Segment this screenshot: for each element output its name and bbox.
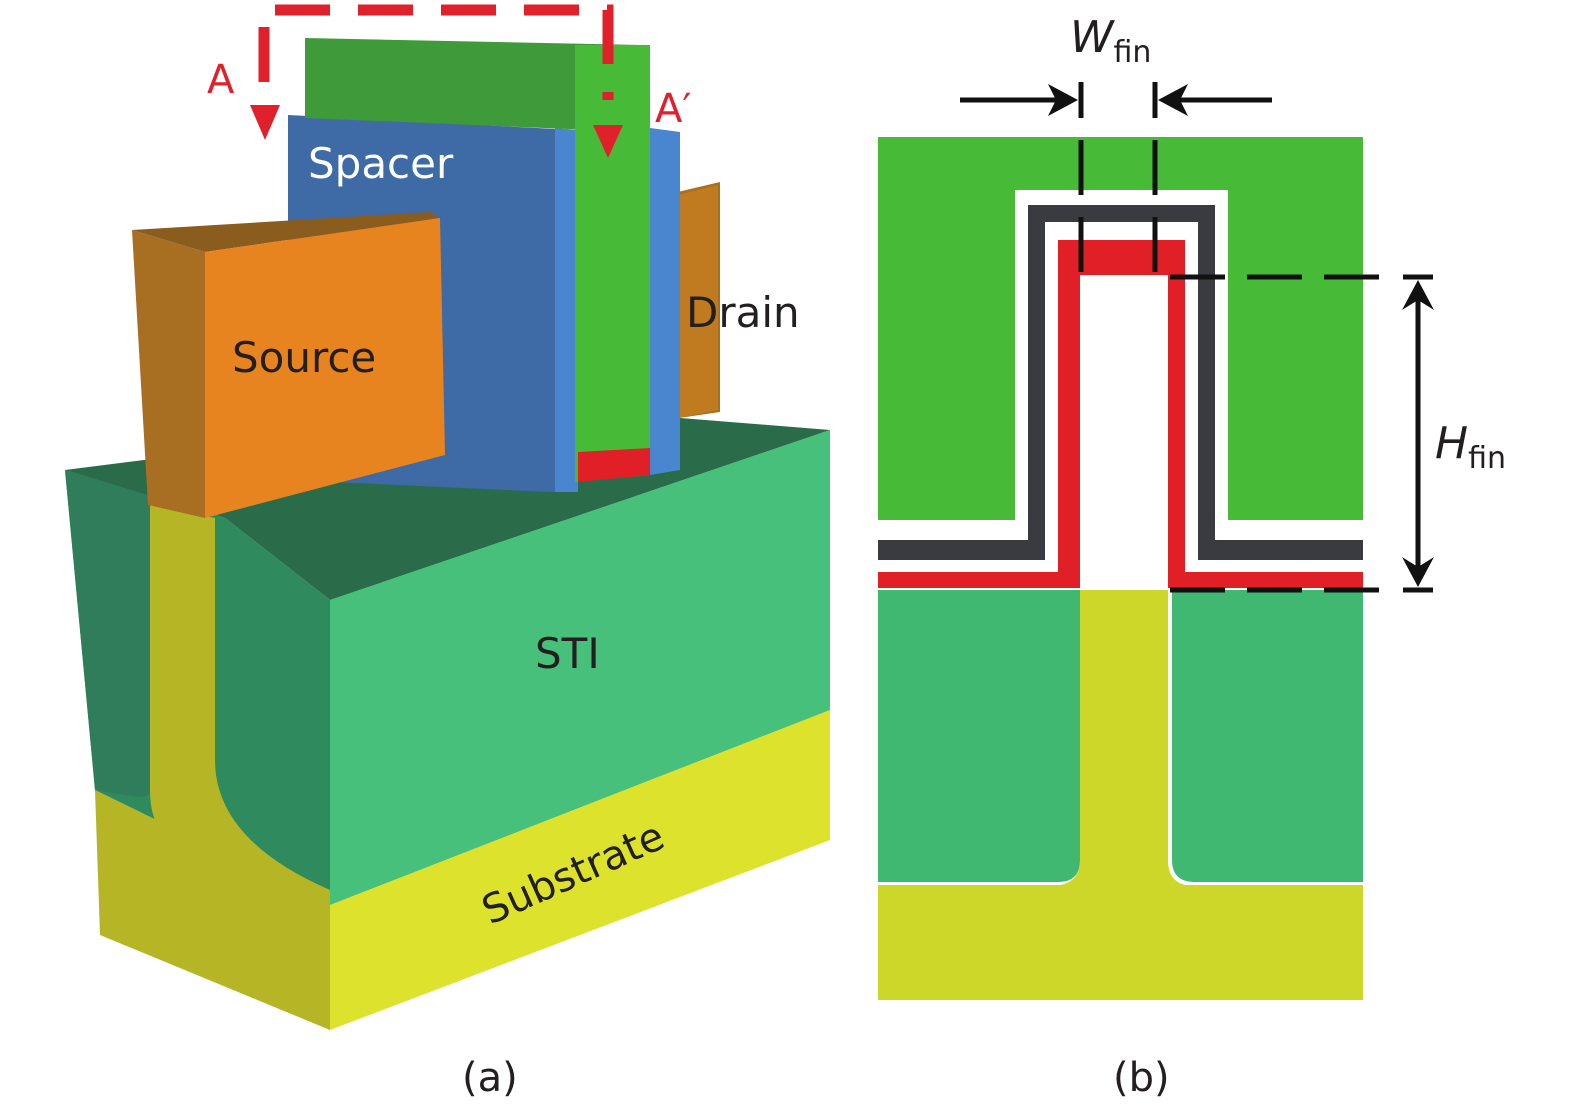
section-line-a-a-prime	[258, 4, 614, 100]
wfin-dimension	[960, 82, 1272, 272]
gate-top-face	[305, 38, 640, 132]
caption-panel-b: (b)	[1113, 1055, 1170, 1101]
gate-oxide	[578, 448, 650, 482]
sti-right	[1172, 588, 1363, 882]
wfin-arrow-left-icon	[1158, 84, 1188, 116]
substrate-region	[878, 885, 1363, 1000]
liner-white-outer	[878, 190, 1363, 590]
gate-pocket-top	[1015, 137, 1228, 190]
substrate-side-face	[95, 790, 330, 1030]
section-arrow-left-icon	[250, 105, 280, 140]
substrate-front-face	[330, 710, 830, 1030]
label-drain: Drain	[686, 288, 800, 337]
label-sti: STI	[535, 629, 600, 678]
caption-panel-a: (a)	[462, 1055, 518, 1101]
sti-side-left-block	[65, 470, 150, 797]
spacer-right-strip	[650, 128, 680, 475]
panel-b: Wfin Hfin	[878, 12, 1506, 1000]
drain-block-front	[678, 185, 718, 418]
wfin-arrow-right-icon	[1048, 84, 1078, 116]
gate-pocket-left	[878, 137, 1015, 520]
hfin-label: Hfin	[1435, 418, 1506, 476]
hfin-arrow-up-icon	[1402, 280, 1434, 310]
label-source: Source	[232, 333, 376, 382]
hfin-arrow-down-icon	[1402, 557, 1434, 587]
section-marker-a: A	[207, 57, 235, 103]
gate-front-face	[575, 45, 650, 482]
section-arrow-right-icon	[593, 125, 623, 158]
wfin-label: Wfin	[1070, 12, 1151, 70]
source-block-side	[132, 230, 205, 518]
source-block-front	[205, 218, 445, 518]
source-block-top	[132, 212, 440, 252]
hfin-dimension	[1170, 274, 1433, 593]
label-spacer: Spacer	[308, 139, 454, 188]
section-marker-a-prime: A′	[655, 86, 691, 132]
gate-pocket-right	[1228, 137, 1363, 520]
fin-side-profile	[150, 505, 330, 905]
panel-a: A A′ Spacer Source Drain STI Substrate	[65, 4, 830, 1030]
sti-front-face	[330, 430, 830, 905]
sti-left	[878, 588, 1080, 882]
spacer-mid-strip	[555, 128, 578, 492]
